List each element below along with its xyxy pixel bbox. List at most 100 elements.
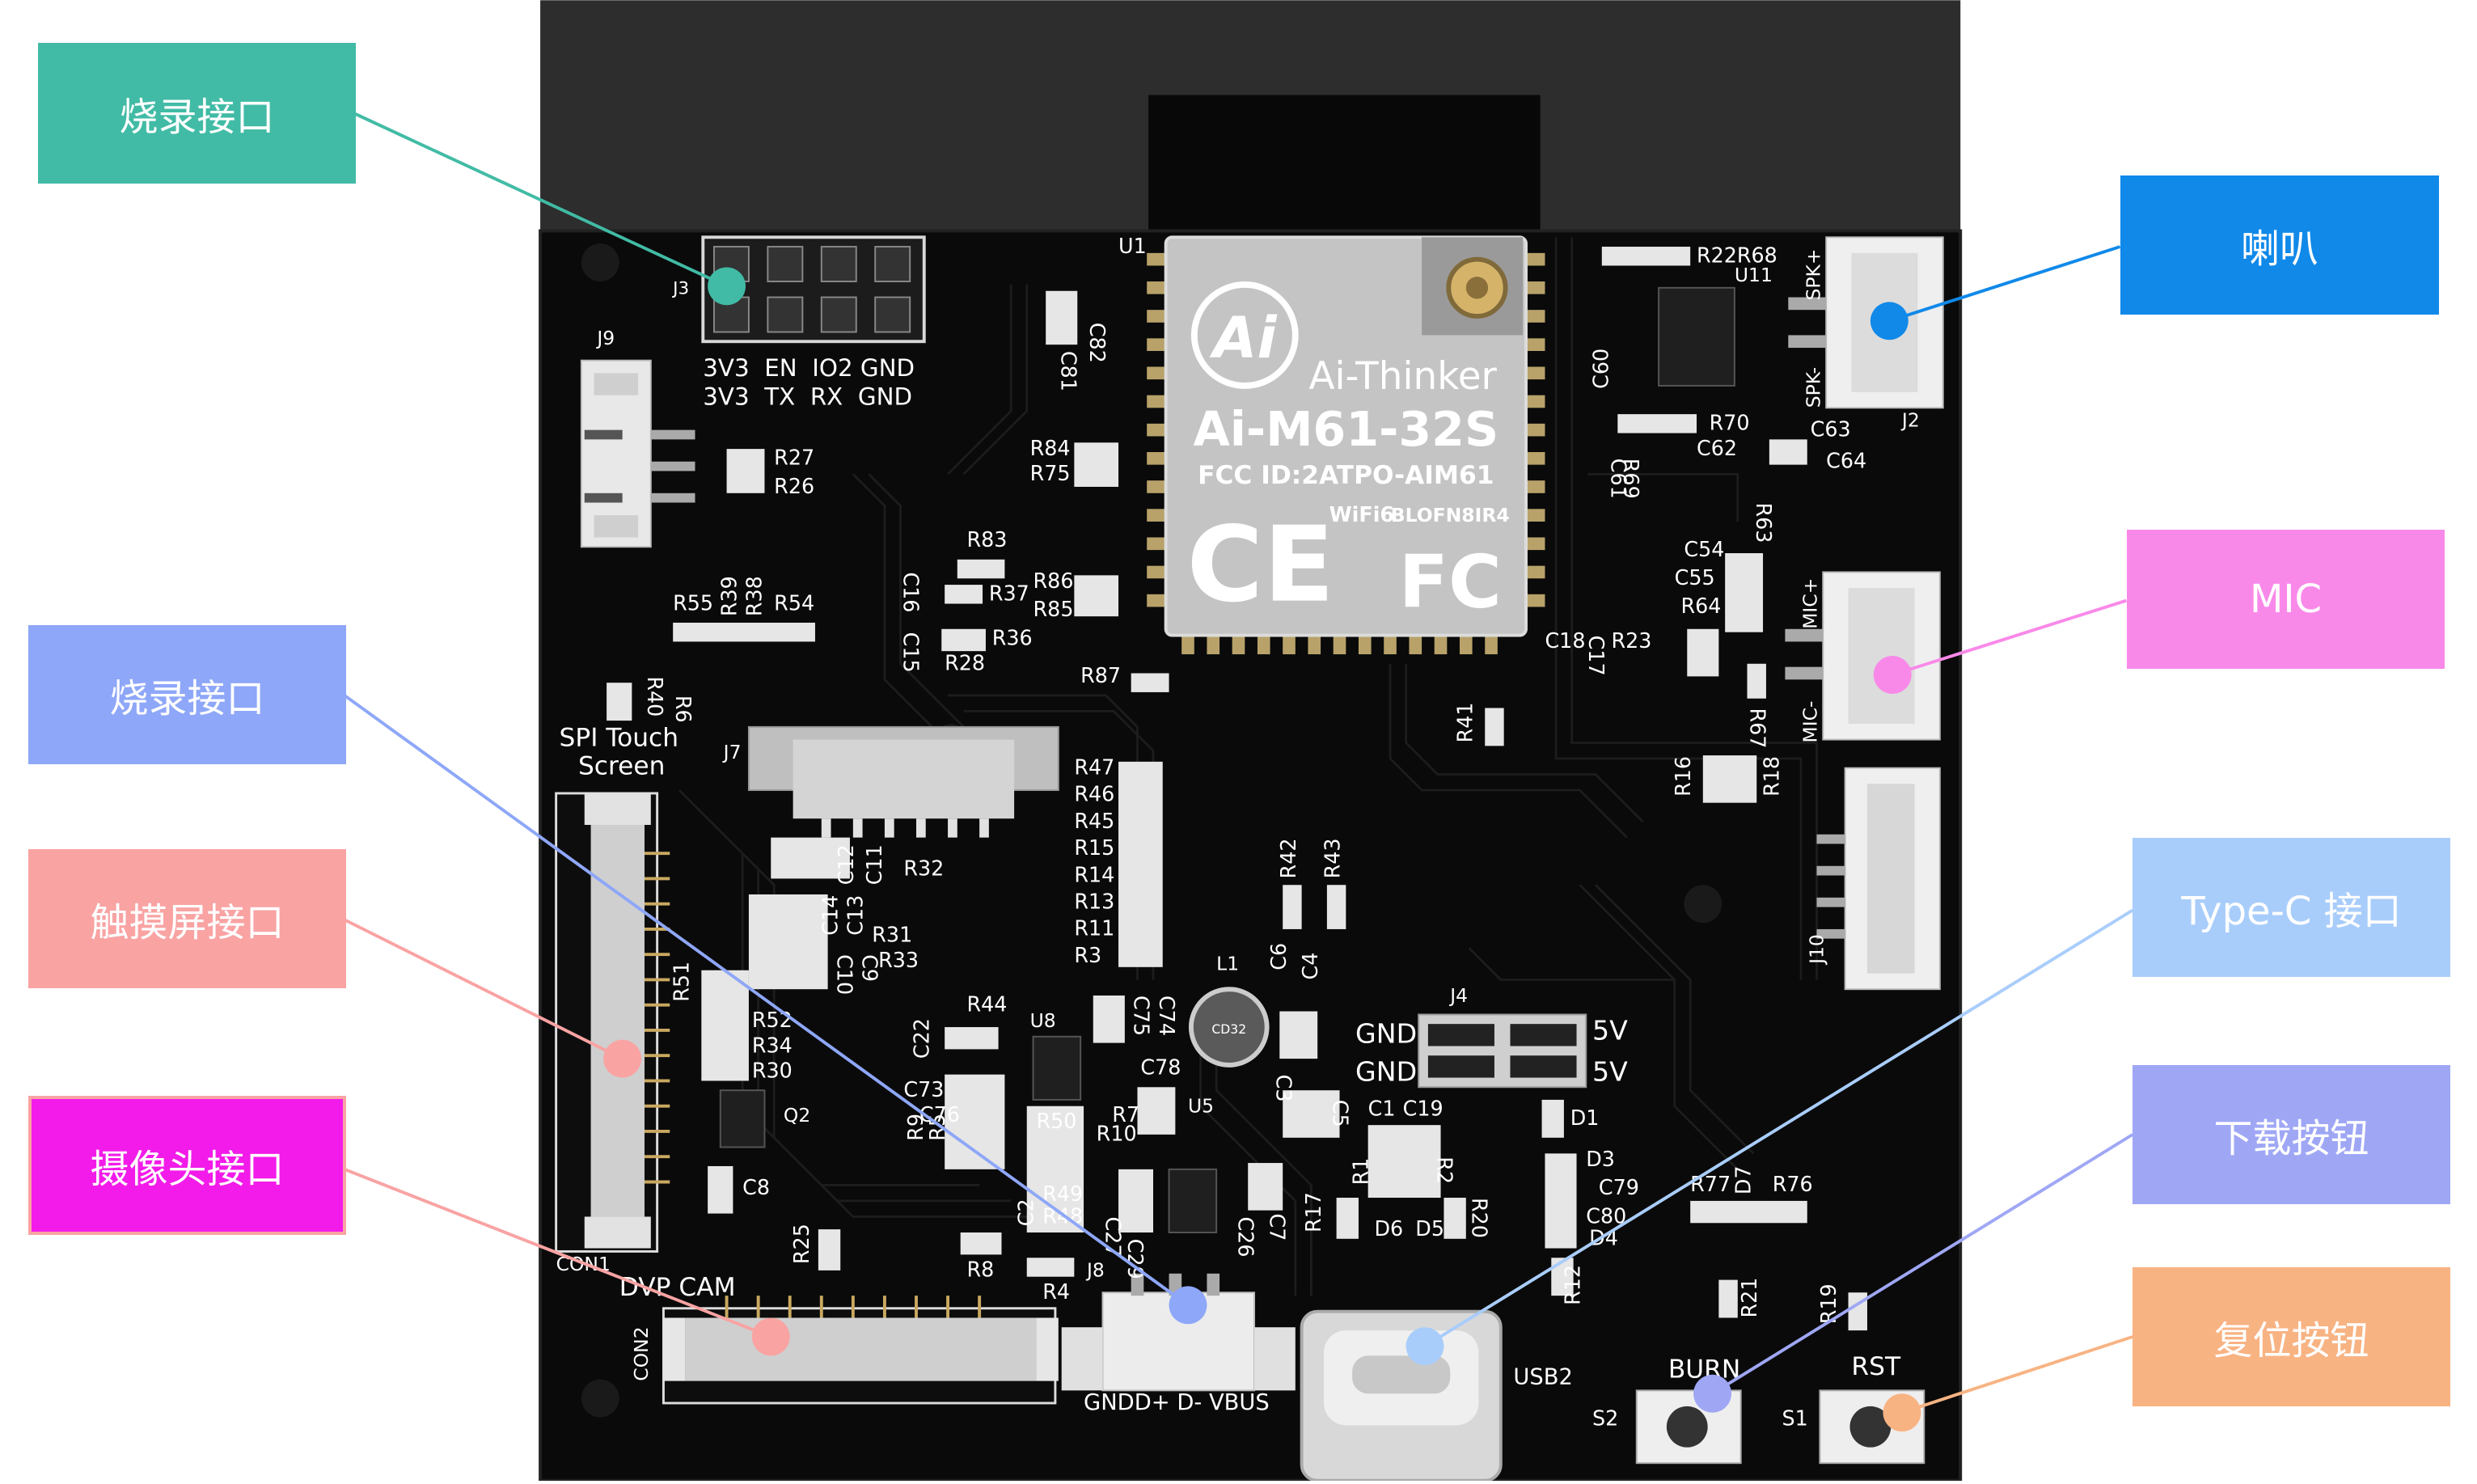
label-c78: C78 <box>1140 1055 1181 1080</box>
label-c63: C63 <box>1811 416 1851 441</box>
label-r38: R38 <box>742 576 767 616</box>
label-r12: R12 <box>1560 1265 1584 1305</box>
ic-u5: U5 <box>1168 1095 1218 1233</box>
label-r20: R20 <box>1468 1198 1492 1238</box>
callout-reset-button: 复位按钮 <box>2133 1267 2450 1406</box>
j10-label: J10 <box>1805 934 1828 966</box>
dot-burn-left <box>1169 1286 1207 1325</box>
j3-label: J3 <box>671 279 689 299</box>
leader-camera <box>344 1168 771 1338</box>
leader-touch <box>343 918 623 1060</box>
5v2-label: 5V <box>1592 1055 1628 1087</box>
ic-u8: U8 <box>1030 1009 1082 1101</box>
label-r86: R86 <box>1033 569 1074 593</box>
j3-header: J3 3V3 EN IO2 GND 3V3 TX RX GND <box>671 235 926 410</box>
dot-camera <box>751 1317 790 1356</box>
label-r69: R69 <box>1619 459 1643 499</box>
label-r4: R4 <box>1042 1279 1070 1304</box>
spk-minus-label: SPK- <box>1802 367 1824 408</box>
ai-logo <box>1190 281 1299 389</box>
label-r52: R52 <box>752 1008 793 1032</box>
callout-burn-interface-left: 烧录接口 <box>28 625 346 764</box>
label-r54: R54 <box>774 590 814 615</box>
label-c2: C2 <box>1014 1199 1038 1226</box>
label-c14: C14 <box>818 895 842 936</box>
module-fcc: FCC ID:2ATPO-AIM61 <box>1198 461 1494 490</box>
u5-label: U5 <box>1188 1095 1214 1118</box>
dot-typec <box>1405 1327 1444 1366</box>
label-r37: R37 <box>989 581 1029 606</box>
label-r32: R32 <box>903 856 944 881</box>
callout-camera-text: 摄像头接口 <box>90 1147 285 1192</box>
inductor-l1: L1 CD32 <box>1188 953 1270 1068</box>
mic-plus-label: MIC+ <box>1799 578 1821 629</box>
callout-mic: MIC <box>2127 530 2445 669</box>
label-d1: D1 <box>1570 1106 1600 1130</box>
label-c13: C13 <box>843 895 868 936</box>
callout-touch-text: 触摸屏接口 <box>90 900 285 945</box>
transistor-q2: Q2 <box>719 1089 810 1148</box>
callout-camera: 摄像头接口 <box>28 1096 346 1235</box>
label-d3: D3 <box>1586 1147 1615 1171</box>
callout-typec-text: Type-C 接口 <box>2181 889 2402 934</box>
label-r8: R8 <box>967 1258 995 1282</box>
burn-button: BURN S2 <box>1592 1355 1742 1465</box>
label-r39: R39 <box>716 576 741 616</box>
con2-label: CON2 <box>630 1326 653 1380</box>
j4-label: J4 <box>1448 984 1468 1007</box>
label-d6: D6 <box>1374 1216 1403 1241</box>
component-labels: R22R68 R70 C62 C63 C64 C60 R69 C61 R63 C… <box>643 243 1866 1325</box>
s2-label: S2 <box>1592 1406 1618 1430</box>
label-c15: C15 <box>898 632 923 673</box>
ic-u11: U11 <box>1658 264 1773 387</box>
callout-speaker: 喇叭 <box>2120 175 2439 315</box>
callout-download-button: 下载按钮 <box>2133 1065 2450 1204</box>
leader-lines <box>343 112 2134 1414</box>
label-c11: C11 <box>862 844 886 885</box>
callout-burn-interface-top: 烧录接口 <box>38 43 356 184</box>
callout-touch-screen: 触摸屏接口 <box>28 849 346 988</box>
label-r14: R14 <box>1074 862 1114 886</box>
label-r50: R50 <box>1036 1109 1076 1133</box>
rst-label: RST <box>1851 1352 1901 1381</box>
label-c17: C17 <box>1584 636 1608 676</box>
spk-plus-label: SPK+ <box>1802 248 1824 300</box>
callout-reset-text: 复位按钮 <box>2213 1318 2369 1364</box>
dot-reset <box>1883 1393 1921 1432</box>
label-r40: R40 <box>643 676 667 717</box>
label-c19: C19 <box>1403 1096 1444 1120</box>
antenna-keepout <box>1148 95 1541 247</box>
j3-row2: 3V3 TX RX GND <box>703 383 912 410</box>
label-c3: C3 <box>1271 1075 1296 1102</box>
label-r21: R21 <box>1737 1278 1761 1318</box>
j7-label: J7 <box>722 741 742 763</box>
label-d7: D7 <box>1731 1165 1755 1194</box>
callout-burn-top-text: 烧录接口 <box>119 95 275 140</box>
label-r70: R70 <box>1710 411 1750 435</box>
usb2-label: USB2 <box>1513 1365 1572 1390</box>
svg-text:Ai: Ai <box>1209 305 1277 371</box>
dot-mic <box>1873 655 1912 694</box>
label-r31: R31 <box>872 923 912 947</box>
label-r45: R45 <box>1074 809 1114 833</box>
s1-label: S1 <box>1782 1406 1807 1430</box>
label-r1: R1 <box>1349 1158 1373 1186</box>
module-brand: Ai-Thinker <box>1308 354 1497 399</box>
label-c60: C60 <box>1589 349 1613 389</box>
j8-label: J8 <box>1085 1259 1105 1282</box>
u11-label: U11 <box>1735 264 1773 286</box>
module-model: Ai-M61-32S <box>1194 402 1499 457</box>
label-r44: R44 <box>967 992 1008 1017</box>
label-c26: C26 <box>1234 1216 1258 1257</box>
label-r77: R77 <box>1690 1172 1731 1196</box>
u8-label: U8 <box>1030 1009 1056 1032</box>
label-c18: C18 <box>1545 628 1585 653</box>
label-r83: R83 <box>967 527 1008 552</box>
5v1-label: 5V <box>1592 1015 1628 1046</box>
label-c6: C6 <box>1266 943 1291 970</box>
gnd1-label: GND <box>1355 1018 1417 1050</box>
dot-burn-top <box>708 267 746 306</box>
j9-label: J9 <box>595 327 615 349</box>
